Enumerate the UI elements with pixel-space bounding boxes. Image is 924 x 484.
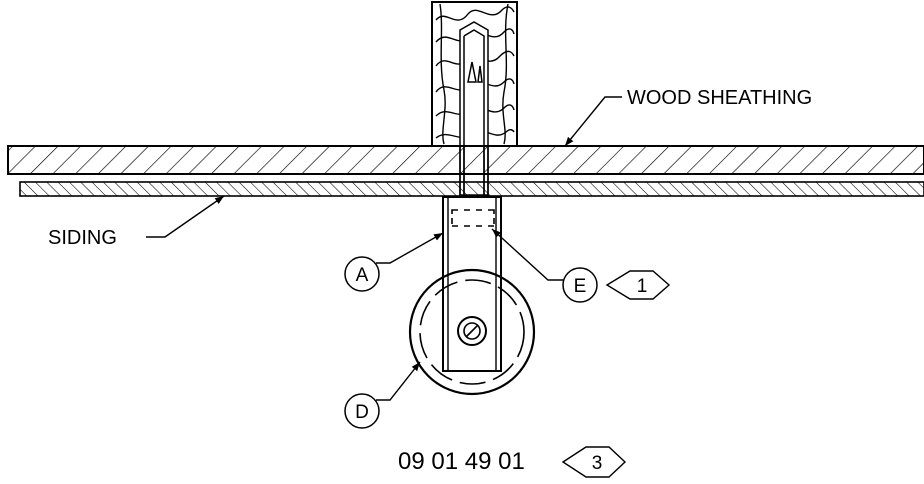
svg-text:A: A: [356, 265, 369, 286]
callout-d: D: [344, 361, 421, 429]
callout-a: A: [344, 232, 444, 292]
fastener-through: [459, 146, 489, 200]
leader-wood-sheathing: [564, 96, 622, 147]
drawing-code: 09 01 49 01: [398, 448, 525, 475]
wood-sheathing: [7, 145, 924, 175]
note-flag-3: 3: [561, 446, 627, 478]
svg-text:E: E: [574, 276, 587, 297]
label-siding: SIDING: [48, 227, 117, 249]
leader-siding: [146, 195, 225, 238]
label-wood-sheathing: WOOD SHEATHING: [627, 87, 812, 109]
svg-text:1: 1: [637, 276, 648, 297]
svg-text:3: 3: [592, 453, 603, 474]
siding: [19, 181, 924, 197]
roller-wheel: [408, 268, 536, 396]
note-flag-1: 1: [605, 270, 671, 300]
callout-e: E: [491, 228, 598, 303]
svg-text:D: D: [355, 402, 369, 423]
